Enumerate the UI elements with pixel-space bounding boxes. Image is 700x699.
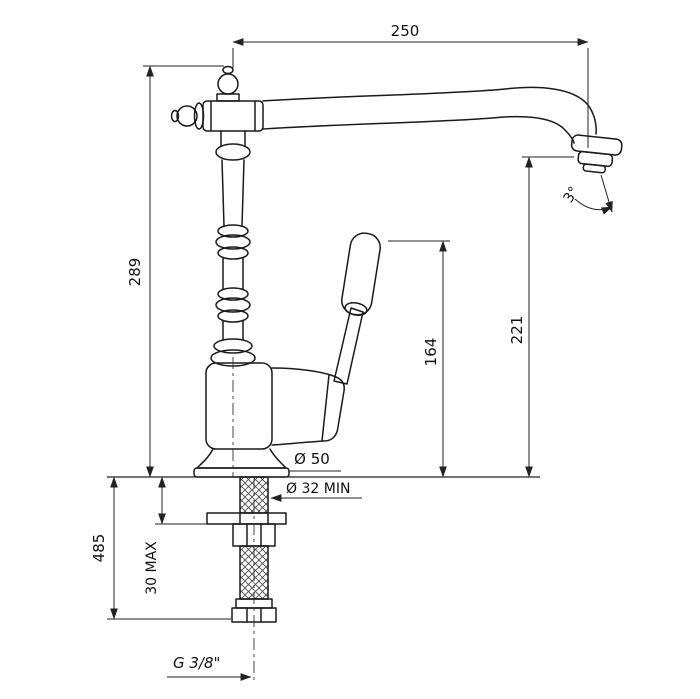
dimension-total-height (143, 65, 224, 478)
mixer-body (205, 362, 345, 450)
column (210, 130, 256, 367)
base-flange (193, 448, 290, 478)
dim-deck-thickness-label: 30 MAX (144, 541, 160, 595)
dimension-handle-height (388, 240, 450, 478)
handle-grip (341, 232, 381, 316)
hole-diameter-label: Ø 32 MIN (286, 481, 350, 497)
base-diameter-label: Ø 50 (294, 450, 330, 468)
spout-crosspiece (202, 100, 264, 132)
dim-outlet-height-label: 221 (508, 316, 526, 345)
under-counter-assembly (206, 476, 287, 623)
spout (262, 86, 597, 144)
dim-handle-height-label: 164 (422, 338, 440, 367)
dimensions: 250 289 485 30 MAX 164 221 Ø 50 Ø 32 MIN… (90, 22, 613, 681)
mounting-plate (206, 512, 287, 525)
angle-label: 3° (561, 184, 583, 206)
thread-label: G 3/8" (173, 654, 220, 672)
aerator (570, 134, 623, 174)
dim-spout-reach-label: 250 (391, 22, 420, 40)
dimension-under-counter (107, 476, 231, 620)
dim-under-counter-label: 485 (90, 534, 108, 563)
left-finial (170, 102, 205, 130)
faucet-outline (170, 65, 623, 623)
dimension-spout-reach (232, 38, 589, 148)
dim-total-height-label: 289 (126, 258, 144, 287)
angle-annotation (574, 174, 613, 215)
dimension-outlet-height (522, 156, 574, 478)
lever-handle (333, 232, 381, 385)
top-finial (216, 65, 240, 102)
centerlines (232, 357, 255, 680)
dimension-deck-thickness (155, 476, 207, 525)
